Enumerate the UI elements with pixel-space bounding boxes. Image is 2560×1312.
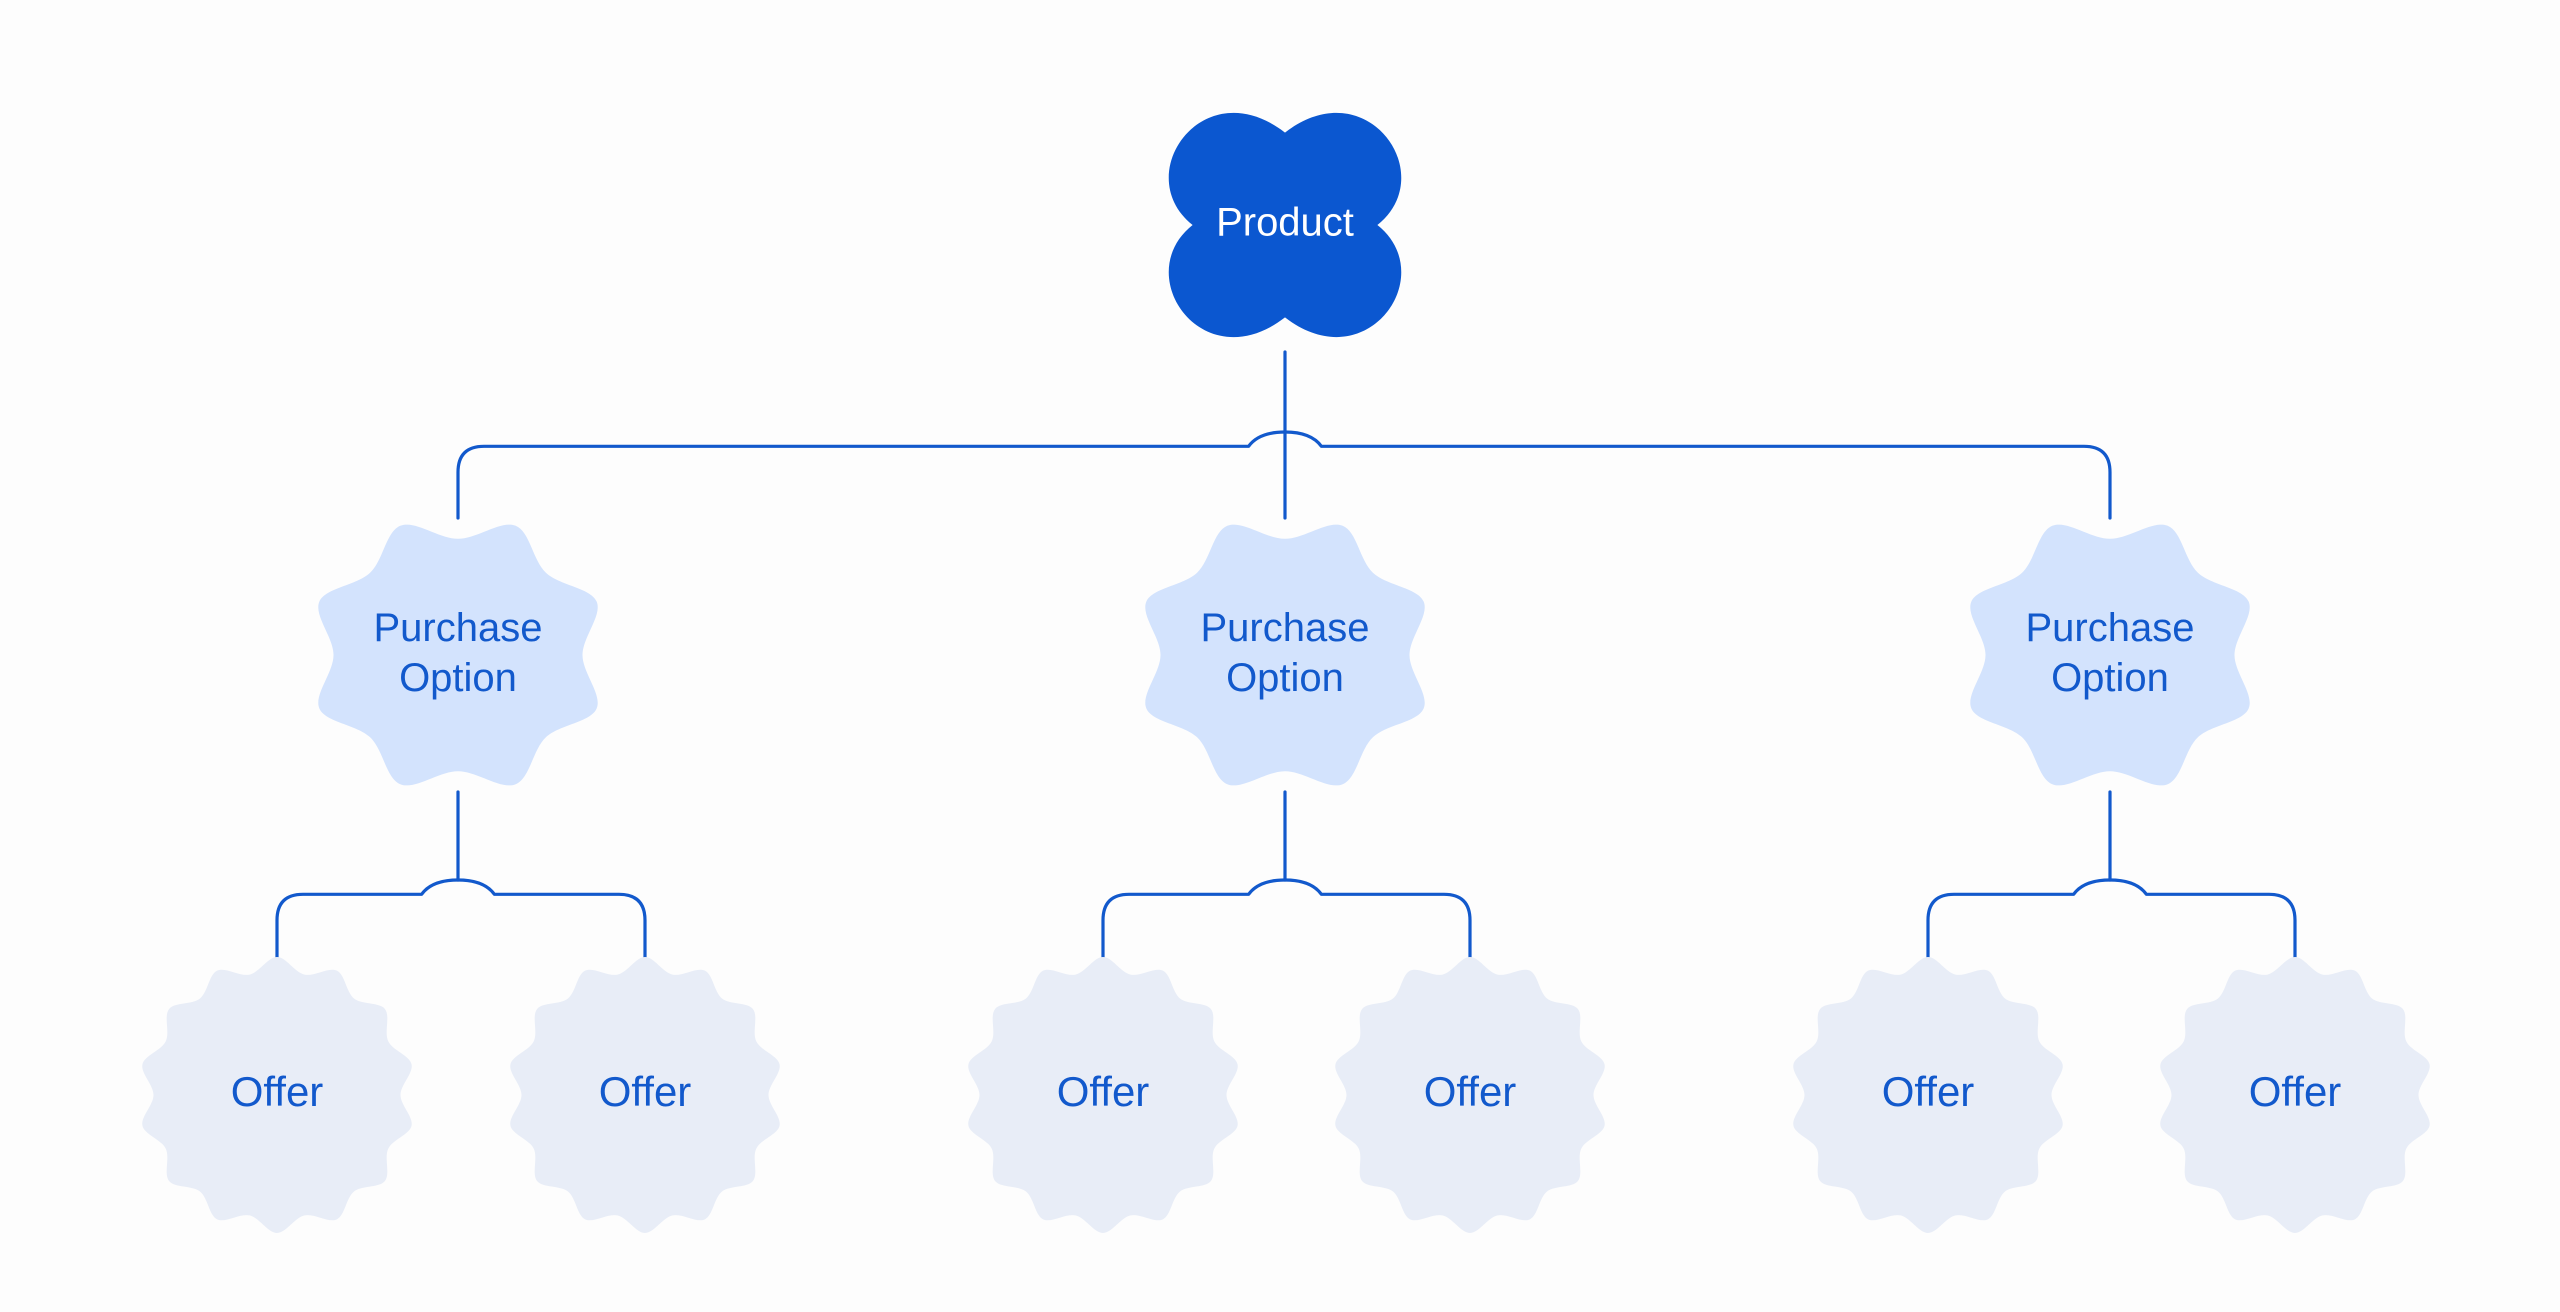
node-offer-3-shape[interactable] bbox=[968, 957, 1238, 1233]
connector-layer bbox=[275, 350, 2297, 964]
connector-branch-3-to-leaf-1 bbox=[1926, 878, 2112, 964]
node-offer-4-shape[interactable] bbox=[1335, 957, 1605, 1233]
node-purchase-option-1-shape[interactable] bbox=[318, 524, 598, 786]
connector-root-to-branch-3 bbox=[1283, 430, 2112, 520]
connector-branch-2-to-leaf-1 bbox=[1101, 878, 1287, 964]
connector-root-to-branch-1 bbox=[456, 430, 1287, 520]
node-offer-2-shape[interactable] bbox=[510, 957, 780, 1233]
node-purchase-option-3-shape[interactable] bbox=[1970, 524, 2250, 786]
node-layer bbox=[142, 112, 2430, 1233]
node-offer-6-shape[interactable] bbox=[2160, 957, 2430, 1233]
connector-branch-2-to-leaf-2 bbox=[1283, 878, 1472, 964]
node-product-shape[interactable] bbox=[1168, 112, 1402, 338]
connector-branch-3-to-leaf-2 bbox=[2108, 878, 2297, 964]
node-purchase-option-2-shape[interactable] bbox=[1145, 524, 1425, 786]
connector-branch-1-to-leaf-2 bbox=[456, 878, 647, 964]
node-offer-1-shape[interactable] bbox=[142, 957, 412, 1233]
connector-branch-1-to-leaf-1 bbox=[275, 878, 460, 964]
node-offer-5-shape[interactable] bbox=[1793, 957, 2063, 1233]
